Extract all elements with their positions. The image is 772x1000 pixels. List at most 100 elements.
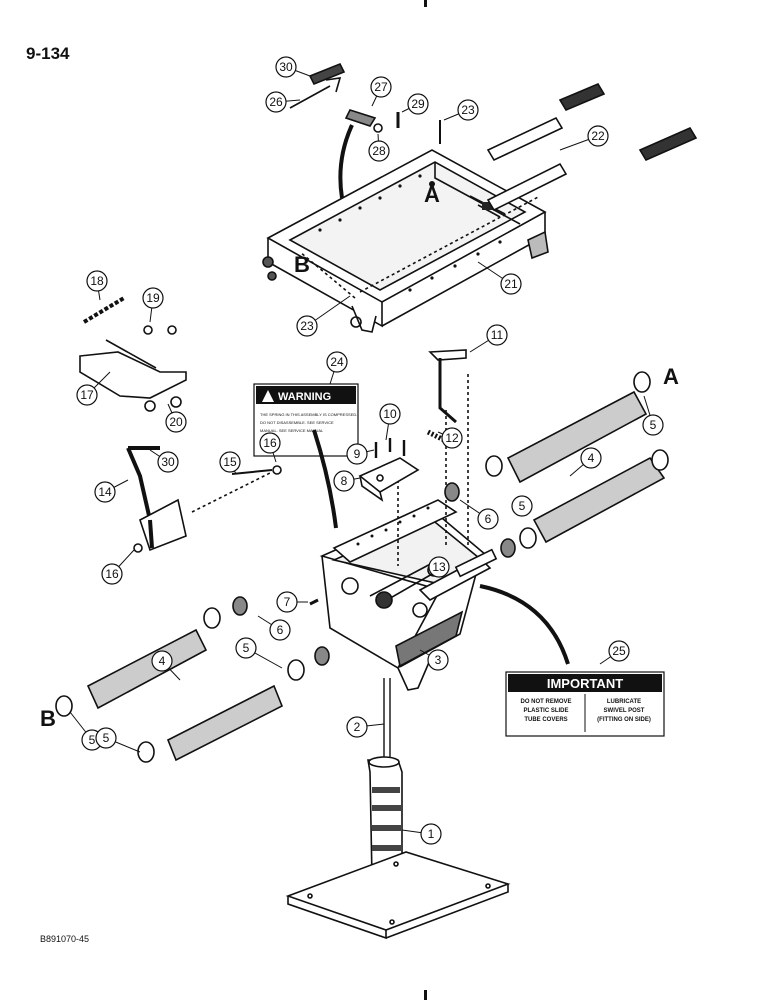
callout-circle [265, 91, 287, 113]
callout-number-24: 24 [330, 355, 344, 369]
callout-number-5: 5 [519, 499, 526, 513]
mechanism-parts [358, 349, 467, 502]
callout-number-23: 23 [300, 319, 314, 333]
callout-number-4: 4 [588, 451, 595, 465]
view-letter-b: B [294, 252, 310, 277]
callout-circle [101, 563, 123, 585]
important-decal: IMPORTANT DO NOT REMOVE PLASTIC SLIDE TU… [505, 671, 665, 737]
view-letter-a: A [424, 182, 440, 207]
warning-fine-print-3: MANUAL. SEE SERVICE MANUAL [260, 428, 324, 433]
callout-number-6: 6 [485, 512, 492, 526]
callout-number-23: 23 [461, 103, 475, 117]
callout-circle [346, 716, 368, 738]
important-right-1: LUBRICATE [607, 699, 641, 705]
callout-number-19: 19 [146, 291, 160, 305]
callout-number-11: 11 [491, 328, 504, 342]
callout-circle [326, 351, 348, 373]
callout-circle [441, 427, 463, 449]
callout-circle [500, 273, 522, 295]
callout-number-12: 12 [445, 431, 459, 445]
callout-circle [259, 432, 281, 454]
callout-circle [477, 508, 499, 530]
callout-number-5: 5 [243, 641, 250, 655]
callout-number-25: 25 [612, 644, 626, 658]
callout-number-4: 4 [159, 654, 166, 668]
callout-number-5: 5 [103, 731, 110, 745]
callout-number-3: 3 [435, 653, 442, 667]
swivel-housing [319, 374, 498, 691]
important-right-3: (FITTING ON SIDE) [597, 717, 651, 723]
callout-circle [587, 125, 609, 147]
callout-number-28: 28 [372, 144, 386, 158]
callout-circle [428, 556, 450, 578]
callout-circle [76, 384, 98, 406]
callout-number-5: 5 [89, 733, 96, 747]
callout-circle [511, 495, 533, 517]
callout-circle [486, 324, 508, 346]
callout-number-15: 15 [223, 455, 237, 469]
left-slide-tubes [55, 596, 330, 763]
callout-circle [235, 637, 257, 659]
callout-circle [407, 93, 429, 115]
register-mark [424, 990, 427, 1000]
callout-circle [379, 403, 401, 425]
callout-number-26: 26 [269, 95, 283, 109]
callout-circle [427, 649, 449, 671]
callout-number-21: 21 [504, 277, 518, 291]
view-letter-a: A [663, 364, 679, 389]
callout-circle [346, 443, 368, 465]
callout-circle [276, 591, 298, 613]
warning-title: WARNING [278, 391, 331, 403]
callout-number-20: 20 [169, 415, 183, 429]
callout-circle [608, 640, 630, 662]
callout-circle [580, 447, 602, 469]
page-number: 9-134 [26, 44, 70, 63]
callout-circle [165, 411, 187, 433]
callout-circle [151, 650, 173, 672]
important-left-2: PLASTIC SLIDE [523, 708, 568, 714]
callout-circle [642, 414, 664, 436]
register-mark [424, 0, 427, 7]
callout-number-17: 17 [80, 388, 94, 402]
callout-circle [95, 727, 117, 749]
callout-circle [86, 270, 108, 292]
drawing-code: B891070-45 [40, 934, 90, 944]
callout-circle [368, 140, 390, 162]
callout-circle [142, 287, 164, 309]
callout-circle [420, 823, 442, 845]
callout-number-5: 5 [650, 418, 657, 432]
callout-number-13: 13 [432, 560, 446, 574]
swivel-post [285, 678, 511, 940]
callout-circle [94, 481, 116, 503]
right-slide-tubes [444, 371, 669, 558]
callout-number-9: 9 [354, 447, 361, 461]
callout-number-14: 14 [98, 485, 112, 499]
callout-number-30: 30 [161, 455, 175, 469]
lever-handle [126, 446, 282, 553]
important-right-2: SWIVEL POST [604, 708, 645, 714]
callout-circle [157, 451, 179, 473]
callout-circle [269, 619, 291, 641]
callout-circle [370, 76, 392, 98]
callout-circle [219, 451, 241, 473]
callout-number-30: 30 [279, 60, 293, 74]
warning-fine-print-1: THE SPRING IN THIS ASSEMBLY IS COMPRESSE… [260, 412, 357, 417]
important-left-3: TUBE COVERS [524, 717, 567, 723]
callout-number-6: 6 [277, 623, 284, 637]
important-title: IMPORTANT [547, 676, 623, 691]
slide-rods [486, 82, 698, 212]
callout-number-8: 8 [341, 474, 348, 488]
callout-circle [275, 56, 297, 78]
latch-parts [79, 296, 187, 412]
warning-fine-print-2: DO NOT DISASSEMBLE. SEE SERVICE [260, 420, 334, 425]
callout-number-18: 18 [90, 274, 104, 288]
callout-circle [296, 315, 318, 337]
callout-number-7: 7 [284, 595, 291, 609]
callout-number-22: 22 [591, 129, 605, 143]
callout-number-16: 16 [105, 567, 119, 581]
view-letter-b: B [40, 706, 56, 731]
callout-number-27: 27 [374, 80, 388, 94]
